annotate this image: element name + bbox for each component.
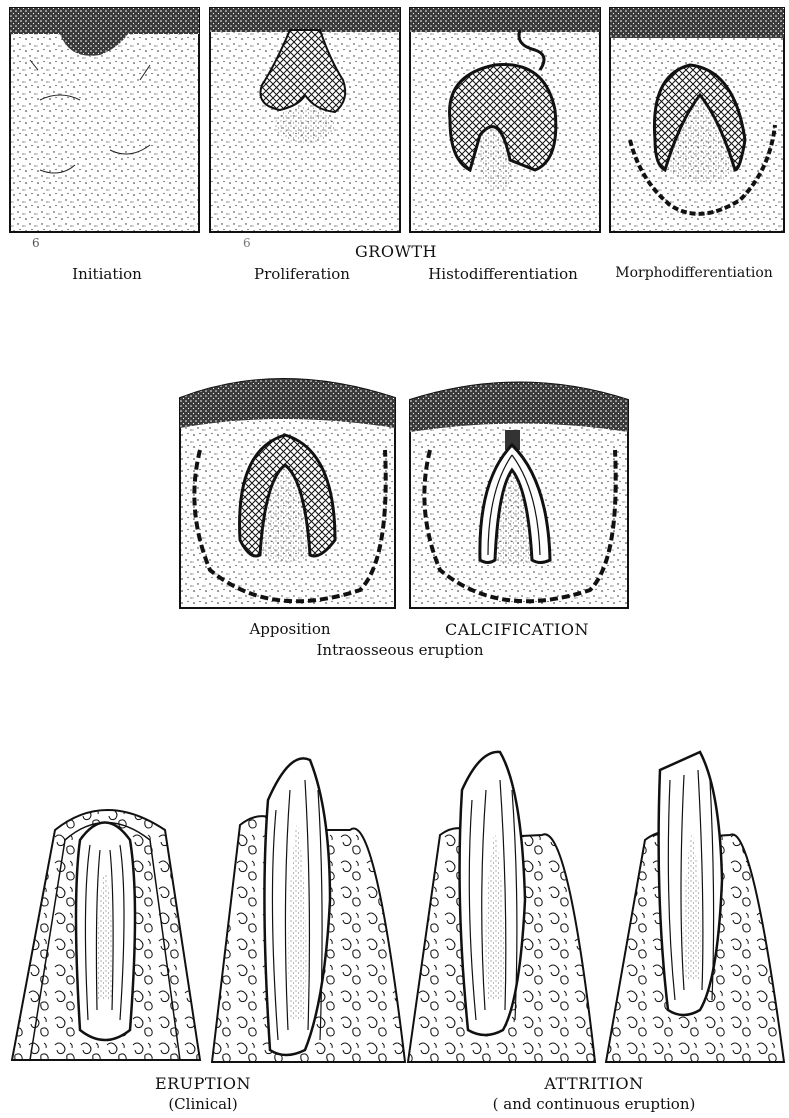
label-calcification: CALCIFICATION xyxy=(445,620,589,639)
margin-mark-left: 6 xyxy=(32,236,40,250)
panel-morphodifferentiation xyxy=(610,8,784,232)
panel-apposition xyxy=(180,379,395,608)
margin-mark-middle: 6 xyxy=(243,236,251,250)
label-histodifferentiation: Histodifferentiation xyxy=(428,265,578,283)
panel-attrition-2 xyxy=(606,752,784,1062)
panel-calcification xyxy=(410,383,628,609)
label-intraosseous-eruption: Intraosseous eruption xyxy=(316,641,483,659)
panel-attrition-1 xyxy=(408,752,595,1062)
panel-histodifferentiation xyxy=(410,8,600,232)
label-proliferation: Proliferation xyxy=(254,265,350,283)
panel-initiation xyxy=(10,8,199,232)
label-apposition: Apposition xyxy=(249,620,330,638)
panel-eruption-clinical xyxy=(12,810,200,1060)
panel-proliferation xyxy=(210,8,400,232)
label-morphodifferentiation: Morphodifferentiation xyxy=(615,265,773,281)
label-eruption: ERUPTION xyxy=(155,1074,251,1093)
label-eruption-clinical: (Clinical) xyxy=(168,1095,237,1113)
label-attrition: ATTRITION xyxy=(544,1074,643,1093)
label-continuous-eruption: ( and continuous eruption) xyxy=(493,1095,696,1113)
label-initiation: Initiation xyxy=(72,265,142,283)
growth-title: GROWTH xyxy=(355,242,437,261)
panel-eruption-emerged xyxy=(212,758,405,1062)
